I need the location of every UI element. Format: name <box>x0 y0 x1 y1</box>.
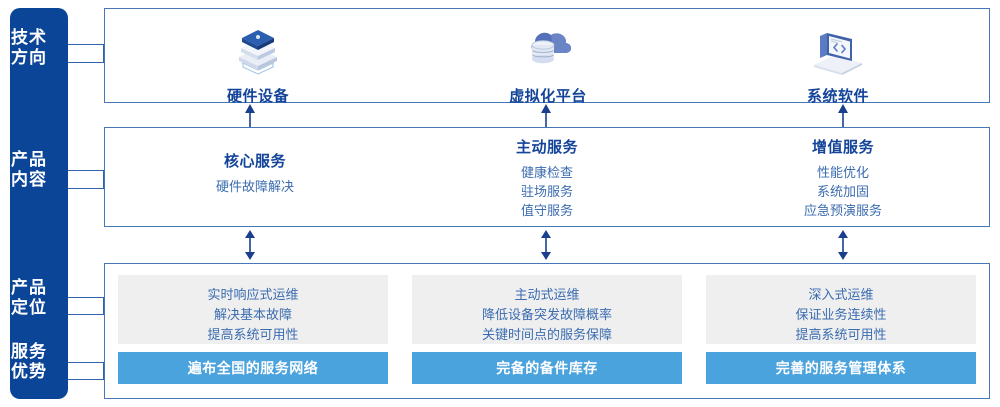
position-line: 实时响应式运维 <box>207 287 299 302</box>
connector-content-bottom <box>68 188 104 189</box>
connector-content-top <box>68 170 104 171</box>
advantage-label: 完备的备件库存 <box>496 360 598 376</box>
position-line: 提高系统可用性 <box>795 327 887 342</box>
connector-advantage-bottom <box>68 379 104 380</box>
tech-direction-label: 硬件设备 <box>226 88 289 105</box>
product-content-proactive-service[interactable]: 主动服务 健康检查 驻场服务 值守服务 <box>417 136 677 220</box>
sidebar-label-line2: 内容 <box>11 170 47 189</box>
sidebar-item-service-advantage[interactable]: 服务 优势 <box>0 342 58 382</box>
sidebar-label-line1: 服务 <box>11 342 47 361</box>
panel-product-content: 核心服务 硬件故障解决 主动服务 健康检查 驻场服务 值守服务 增值服务 性能优… <box>104 127 990 227</box>
sidebar-item-product-position[interactable]: 产品 定位 <box>0 278 58 318</box>
code-laptop-icon <box>738 23 938 79</box>
position-line: 保证业务连续性 <box>795 307 887 322</box>
service-item: 健康检查 <box>520 165 573 180</box>
connector-position-vertical <box>103 297 104 314</box>
connector-position-top <box>68 297 104 298</box>
service-item: 硬件故障解决 <box>215 179 294 194</box>
connector-content-vertical <box>103 170 104 188</box>
connector-tech-top <box>68 44 104 45</box>
service-item: 值守服务 <box>520 203 573 218</box>
arrow-up-system-software <box>836 104 850 134</box>
advantage-bar-spare-parts[interactable]: 完备的备件库存 <box>412 352 682 384</box>
service-title: 增值服务 <box>811 139 874 156</box>
connector-advantage-top <box>68 362 104 363</box>
sidebar-item-tech-direction[interactable]: 技术 方向 <box>0 28 58 68</box>
service-item: 驻场服务 <box>520 184 573 199</box>
arrow-up-virtualization <box>539 104 553 134</box>
position-line: 深入式运维 <box>808 287 874 302</box>
connector-position-bottom <box>68 314 104 315</box>
service-item: 应急预演服务 <box>803 203 882 218</box>
sidebar-label-line2: 定位 <box>11 298 47 317</box>
product-content-core-service[interactable]: 核心服务 硬件故障解决 <box>125 150 385 196</box>
service-title: 核心服务 <box>223 153 286 170</box>
position-box-proactive[interactable]: 主动式运维 降低设备突发故障概率 关键时间点的服务保障 <box>412 275 682 344</box>
position-box-realtime[interactable]: 实时响应式运维 解决基本故障 提高系统可用性 <box>118 275 388 344</box>
position-line: 关键时间点的服务保障 <box>481 327 612 342</box>
tech-direction-virtualization[interactable]: 虚拟化平台 <box>448 23 648 106</box>
sidebar-label-line1: 产品 <box>11 150 47 169</box>
product-content-value-added-service[interactable]: 增值服务 性能优化 系统加固 应急预演服务 <box>713 136 973 220</box>
tech-direction-system-software[interactable]: 系统软件 <box>738 23 938 106</box>
service-title: 主动服务 <box>515 139 578 156</box>
position-line: 主动式运维 <box>514 287 580 302</box>
tech-direction-label: 虚拟化平台 <box>509 88 587 105</box>
cloud-database-icon <box>448 23 648 79</box>
service-item: 系统加固 <box>816 184 869 199</box>
advantage-bar-service-network[interactable]: 遍布全国的服务网络 <box>118 352 388 384</box>
arrow-both-system-software <box>836 230 850 265</box>
position-line: 解决基本故障 <box>213 307 292 322</box>
sidebar-label-line1: 技术 <box>11 28 47 47</box>
service-item: 性能优化 <box>816 165 869 180</box>
arrow-both-hardware <box>243 230 257 265</box>
position-line: 降低设备突发故障概率 <box>481 307 612 322</box>
panel-position-advantage: 实时响应式运维 解决基本故障 提高系统可用性 主动式运维 降低设备突发故障概率 … <box>104 263 990 399</box>
advantage-label: 完善的服务管理体系 <box>775 360 907 376</box>
advantage-label: 遍布全国的服务网络 <box>187 360 319 376</box>
arrow-up-hardware <box>243 104 257 134</box>
sidebar-label-line1: 产品 <box>11 278 47 297</box>
connector-advantage-vertical <box>103 362 104 379</box>
panel-tech-directions: 硬件设备 虚拟化平台 <box>104 8 990 106</box>
sidebar-label-line2: 优势 <box>11 362 47 381</box>
position-line: 提高系统可用性 <box>207 327 299 342</box>
arrow-both-virtualization <box>539 230 553 265</box>
sidebar <box>10 8 68 399</box>
tech-direction-label: 系统软件 <box>806 88 869 105</box>
position-box-deep[interactable]: 深入式运维 保证业务连续性 提高系统可用性 <box>706 275 976 344</box>
sidebar-label-line2: 方向 <box>11 48 47 67</box>
server-stack-icon <box>158 23 358 79</box>
connector-tech-vertical <box>103 44 104 62</box>
connector-tech-bottom <box>68 62 104 63</box>
advantage-bar-management-system[interactable]: 完善的服务管理体系 <box>706 352 976 384</box>
tech-direction-hardware[interactable]: 硬件设备 <box>158 23 358 106</box>
sidebar-item-product-content[interactable]: 产品 内容 <box>0 150 58 190</box>
